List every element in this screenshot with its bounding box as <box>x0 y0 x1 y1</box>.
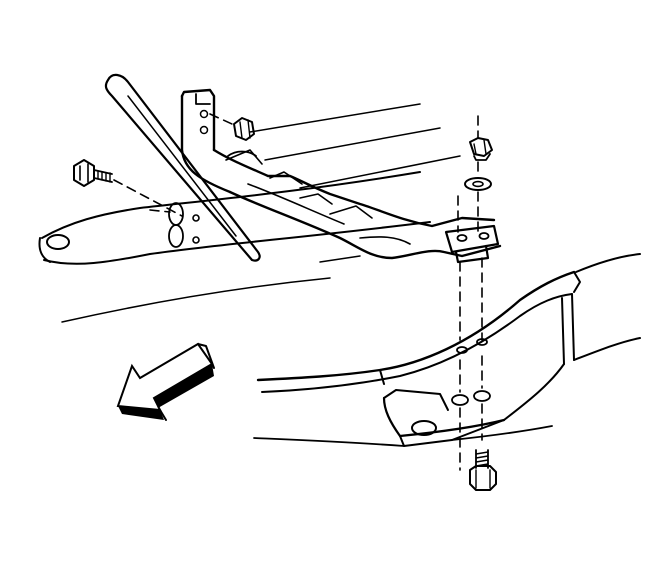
crossmember <box>180 88 502 264</box>
spacer-washers <box>149 202 200 248</box>
arrow-icon <box>116 342 215 421</box>
mount-nut <box>469 137 493 161</box>
frame-gusset-plate <box>104 73 261 262</box>
mount-bolt-lower <box>469 449 497 491</box>
alignment-lines <box>457 115 483 471</box>
lower-frame-rail <box>253 253 641 447</box>
crossmember-nut-upper <box>209 113 257 157</box>
bracket-bolt <box>73 159 183 217</box>
upper-frame-rail <box>38 103 461 323</box>
mount-washer <box>464 177 492 191</box>
line-drawing <box>38 73 641 491</box>
